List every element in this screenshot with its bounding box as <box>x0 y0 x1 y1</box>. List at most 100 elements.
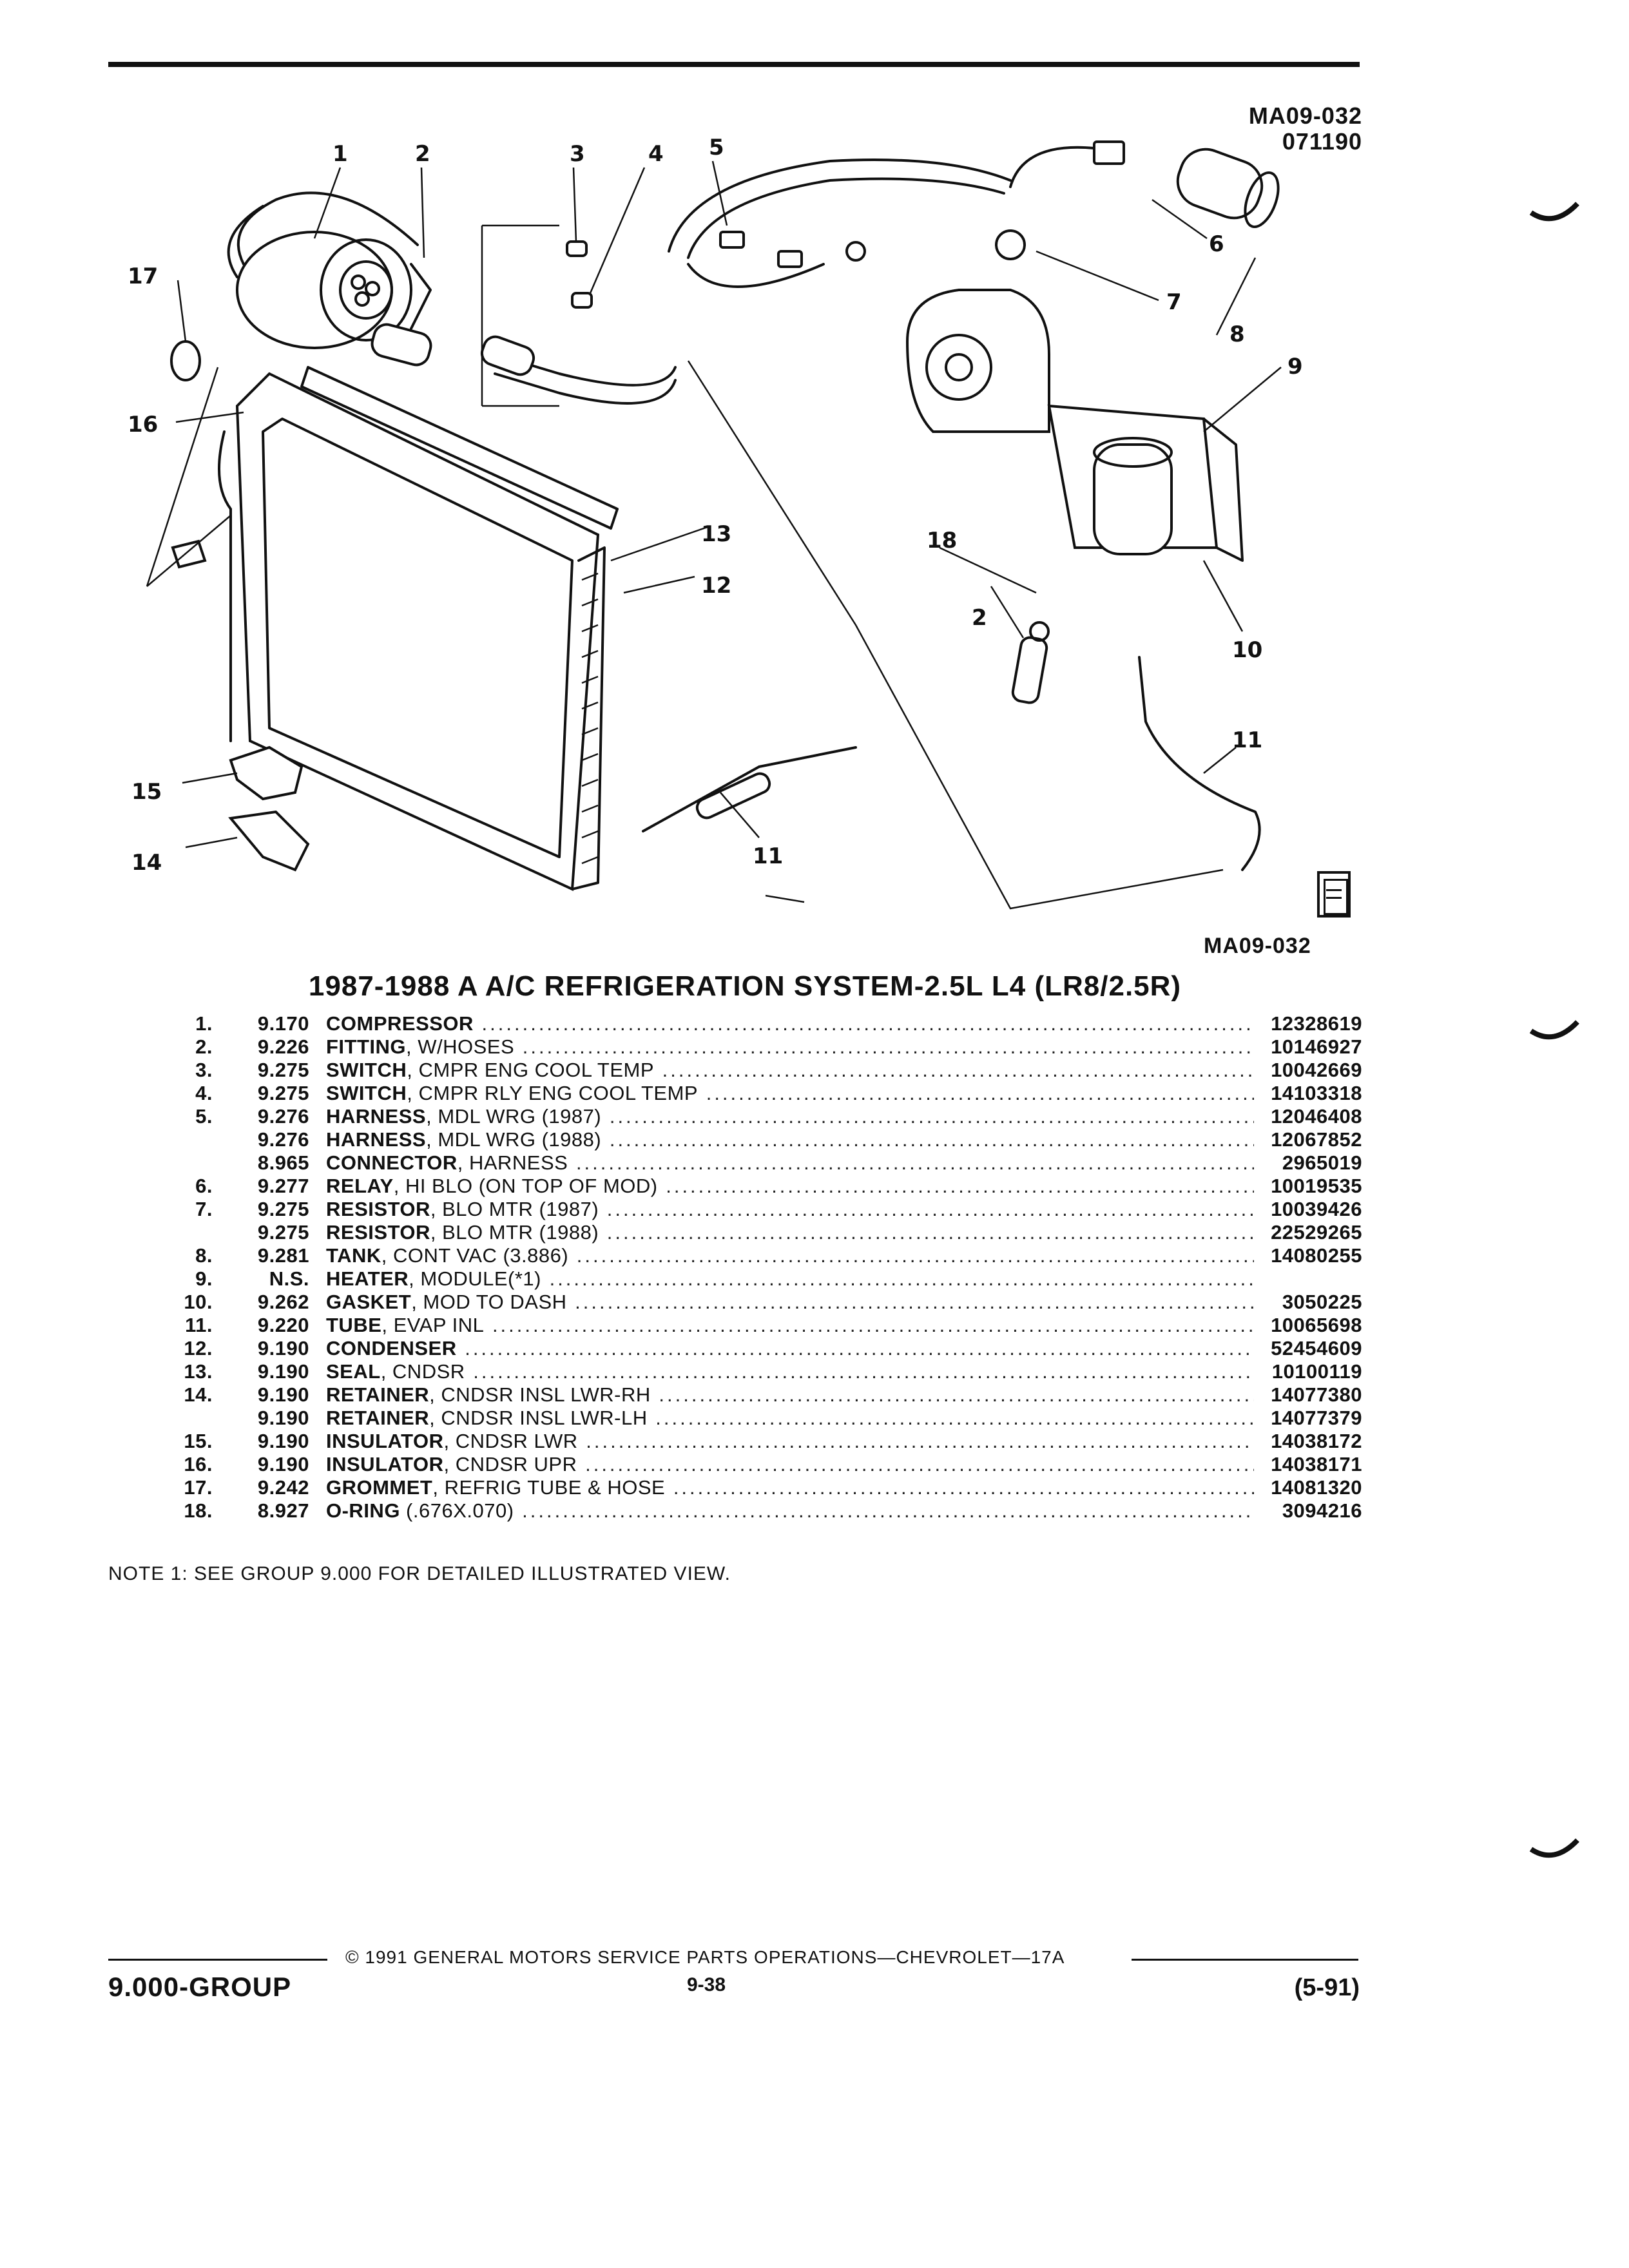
part-name: HARNESS <box>326 1105 427 1128</box>
part-number: 14077379 <box>1271 1407 1362 1429</box>
part-name: RESISTOR <box>326 1198 430 1220</box>
group-number: 9.275 <box>257 1221 309 1244</box>
group-number: 8.965 <box>257 1151 309 1174</box>
part-name: TUBE <box>326 1314 382 1336</box>
callout-8: 8 <box>1229 322 1245 347</box>
part-description: RETAINER, CNDSR INSL LWR-RH ............… <box>326 1383 1254 1407</box>
part-name: CONNECTOR <box>326 1151 458 1174</box>
leader-dots: ........................................… <box>655 1407 1254 1429</box>
item-number: 8. <box>195 1244 213 1267</box>
module-wiring-harness <box>668 159 1012 288</box>
item-number: 15. <box>184 1430 213 1452</box>
callout-numbers: 1 2 3 4 5 6 7 8 9 10 11 11 12 13 14 15 1… <box>128 135 1303 876</box>
leader-dots: ........................................… <box>609 1105 1254 1128</box>
footer-rule-left <box>108 1959 327 1961</box>
part-detail: , CNDSR <box>380 1360 465 1383</box>
part-description: CONNECTOR, HARNESS .....................… <box>326 1151 1254 1175</box>
page-title: 1987-1988 A A/C REFRIGERATION SYSTEM-2.5… <box>308 970 1182 1002</box>
callout-10: 10 <box>1232 637 1262 663</box>
callout-2: 2 <box>415 141 430 167</box>
callout-14: 14 <box>131 850 162 876</box>
group-label: 9.000-GROUP <box>108 1972 292 2002</box>
part-number: 3050225 <box>1282 1291 1362 1313</box>
group-number: 9.226 <box>257 1035 309 1058</box>
part-detail: , CNDSR INSL LWR-LH <box>429 1407 648 1429</box>
part-detail: , REFRIG TUBE & HOSE <box>432 1476 666 1499</box>
insulators-retainers <box>170 340 310 872</box>
part-number: 14038172 <box>1271 1430 1362 1452</box>
leader-dots: ........................................… <box>522 1499 1254 1522</box>
part-description: INSULATOR, CNDSR LWR ...................… <box>326 1430 1254 1453</box>
footnote: NOTE 1: SEE GROUP 9.000 FOR DETAILED ILL… <box>108 1563 731 1584</box>
relay-resistor-tank <box>995 140 1280 260</box>
part-number: 10042669 <box>1271 1059 1362 1081</box>
part-detail: (.676X.070) <box>400 1499 514 1522</box>
part-name: HARNESS <box>326 1128 427 1151</box>
item-number: 18. <box>184 1499 213 1522</box>
item-number: 10. <box>184 1291 213 1313</box>
temp-switches <box>481 224 593 407</box>
group-number: 9.190 <box>257 1337 309 1360</box>
group-number: 9.170 <box>257 1012 309 1035</box>
group-number: N.S. <box>269 1267 309 1290</box>
part-detail: , W/HOSES <box>406 1035 515 1058</box>
part-number: 10039426 <box>1271 1198 1362 1220</box>
margin-mark <box>1529 1020 1579 1040</box>
group-number: 9.276 <box>257 1105 309 1128</box>
part-detail: , HARNESS <box>457 1151 568 1174</box>
part-name: FITTING <box>326 1035 407 1058</box>
callout-18: 18 <box>927 528 957 553</box>
leader-dots: ........................................… <box>465 1337 1254 1360</box>
group-number: 9.276 <box>257 1128 309 1151</box>
callout-12: 12 <box>701 573 731 599</box>
part-name: CONDENSER <box>326 1337 457 1360</box>
callout-11-left: 11 <box>753 843 783 869</box>
leader-dots: ........................................… <box>606 1221 1254 1244</box>
callout-5: 5 <box>709 135 724 160</box>
part-number: 12328619 <box>1271 1012 1362 1035</box>
part-description: GROMMET, REFRIG TUBE & HOSE ............… <box>326 1476 1254 1499</box>
part-name: INSULATOR <box>326 1430 444 1452</box>
callout-leaders <box>146 160 1282 849</box>
leader-dots: ........................................… <box>673 1476 1254 1499</box>
group-number: 9.242 <box>257 1476 309 1499</box>
part-name: HEATER <box>326 1267 409 1290</box>
part-detail: , CONT VAC (3.886) <box>381 1244 569 1267</box>
part-number: 12067852 <box>1271 1128 1362 1151</box>
part-name: SWITCH <box>326 1059 407 1081</box>
leader-dots: ........................................… <box>662 1059 1254 1081</box>
part-name: COMPRESSOR <box>326 1012 474 1035</box>
part-number: 52454609 <box>1271 1337 1362 1360</box>
group-number: 9.220 <box>257 1314 309 1336</box>
part-name: GASKET <box>326 1291 412 1313</box>
leader-dots: ........................................… <box>473 1360 1254 1383</box>
part-name: O-RING <box>326 1499 400 1522</box>
group-number: 9.190 <box>257 1360 309 1383</box>
part-description: HARNESS, MDL WRG (1987) ................… <box>326 1105 1254 1128</box>
diagram-ref-code-bottom: MA09-032 <box>1204 934 1311 958</box>
part-name: RELAY <box>326 1175 394 1197</box>
part-number: 14103318 <box>1271 1082 1362 1104</box>
part-description: TUBE, EVAP INL .........................… <box>326 1314 1254 1337</box>
part-description: INSULATOR, CNDSR UPR ...................… <box>326 1453 1254 1476</box>
part-description: SEAL, CNDSR ............................… <box>326 1360 1254 1383</box>
part-row: 15. 9.190 INSULATOR, CNDSR LWR ...........… <box>151 1430 1362 1453</box>
group-number: 9.190 <box>257 1430 309 1452</box>
part-name: RETAINER <box>326 1383 430 1406</box>
group-number: 9.275 <box>257 1198 309 1220</box>
o-ring-fitting <box>1011 621 1050 704</box>
callout-2-lower: 2 <box>972 605 987 631</box>
margin-mark <box>1529 202 1579 222</box>
copyright-notice: © 1991 GENERAL MOTORS SERVICE PARTS OPER… <box>345 1947 1065 1967</box>
item-number: 11. <box>185 1314 213 1336</box>
part-detail: , EVAP INL <box>381 1314 485 1336</box>
